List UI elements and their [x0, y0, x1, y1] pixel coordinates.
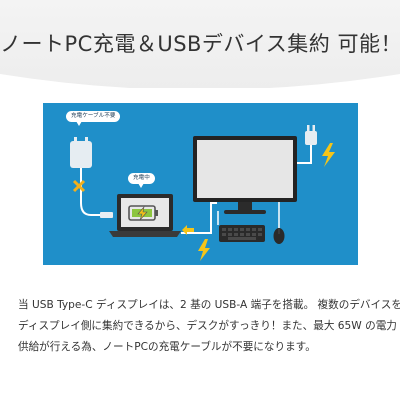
- monitor-power-cable: [297, 145, 312, 164]
- description-line: 当 USB Type-C ディスプレイは、2 基の USB-A 端子を搭載。 複…: [18, 299, 400, 311]
- lightning-bolt-icon: [198, 239, 210, 261]
- page-title: ノートPC充電＆USBデバイス集約 可能！: [0, 32, 400, 56]
- power-plug-icon: [305, 125, 317, 145]
- unused-charger-cable: [80, 168, 101, 216]
- mouse-icon: [273, 228, 285, 244]
- lightning-bolt-icon: [322, 143, 335, 167]
- header-curve: [0, 74, 400, 92]
- wall-adapter-icon: [70, 137, 92, 168]
- description-text: 当 USB Type-C ディスプレイは、2 基の USB-A 端子を搭載。 複…: [18, 295, 400, 358]
- cross-icon: [72, 179, 86, 193]
- usb-c-cable: [181, 202, 217, 234]
- power-arrow-icon: [182, 225, 194, 235]
- diagram-illustration: [70, 125, 335, 261]
- description-line: ディスプレイ側に集約できるから、デスクがすっきり！また、最大 65W の電力: [18, 320, 397, 332]
- page-header: ノートPC充電＆USBデバイス集約 可能！: [0, 0, 400, 92]
- usb-c-plug: [100, 212, 113, 218]
- charging-bubble: 充電中: [128, 173, 155, 188]
- battery-charging-icon: [128, 205, 158, 221]
- keyboard-icon: [219, 225, 265, 242]
- description-line: 供給が行える為、ノートPCの充電ケーブルが不要になります。: [18, 341, 316, 353]
- connection-diagram: 充電ケーブル不要 充電中: [43, 103, 358, 265]
- no-cable-needed-bubble: 充電ケーブル不要: [66, 111, 121, 126]
- monitor-icon: [193, 136, 297, 214]
